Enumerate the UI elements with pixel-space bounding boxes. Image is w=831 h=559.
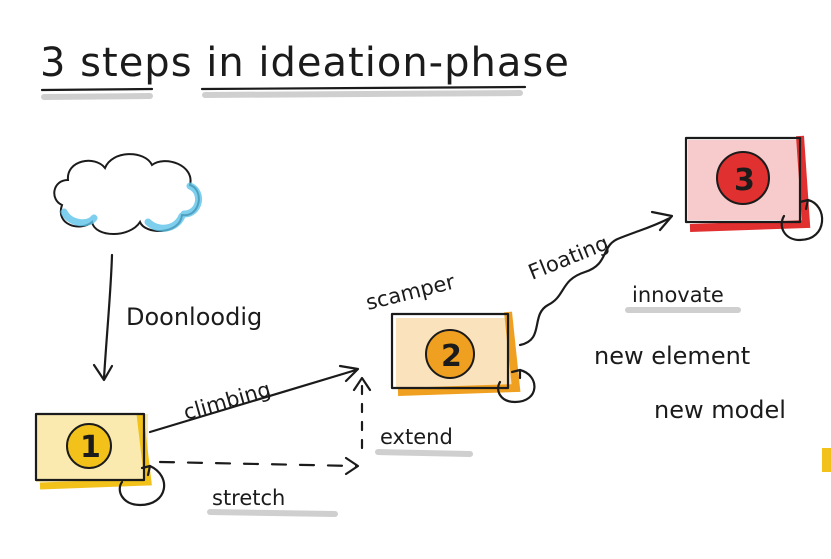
title-group: 3 steps in ideation-phase [40,40,570,100]
step-2-number: 2 [441,339,462,374]
label-downloading: Doonloodig [126,303,262,331]
label-climbing: climbing [181,377,274,425]
step-1-number: 1 [80,430,101,465]
step-2-badge [425,329,475,379]
downloading-arrow [92,253,114,382]
edge-marker [822,448,831,472]
label-scamper: scamper [363,270,457,315]
cloud-icon [53,153,202,235]
label-new-element: new element [594,342,750,370]
cloud-shade [60,182,202,232]
step-3-number: 3 [734,163,755,198]
floating-arrow [518,210,674,347]
label-floating: Floating [525,231,612,285]
climbing-arrow [148,364,360,434]
stretch-arrow [158,376,372,476]
label-new-model: new model [654,396,786,424]
step-2-card: 2 [390,311,536,404]
step-3-card: 3 [684,135,824,242]
step-1-badge [66,423,112,469]
label-innovate: innovate [632,283,724,307]
step-3-badge [716,151,770,205]
step-1-card: 1 [34,412,166,507]
label-extend: extend [380,425,453,449]
page-title: 3 steps in ideation-phase [40,40,570,86]
label-stretch: stretch [212,486,285,510]
